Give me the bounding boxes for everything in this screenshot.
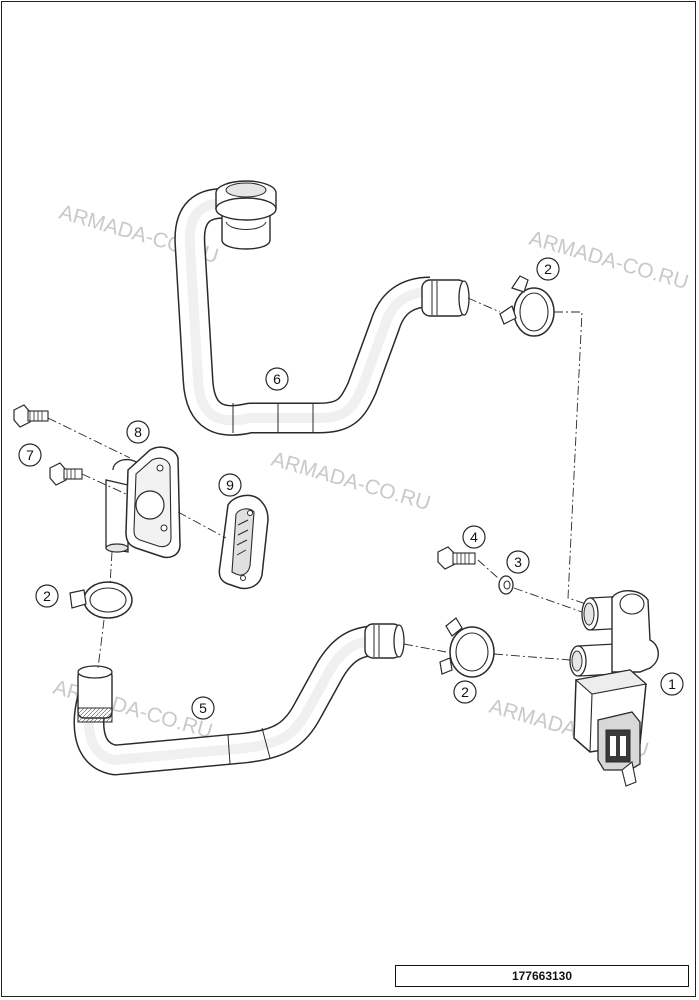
callout-3: 3 (506, 550, 530, 574)
svg-text:5: 5 (199, 700, 207, 716)
callout-8: 8 (126, 420, 150, 444)
hose-5 (73, 623, 405, 776)
callout-5: 5 (191, 696, 215, 720)
bolt-7-lower (49, 462, 83, 486)
svg-text:4: 4 (470, 529, 478, 545)
svg-text:2: 2 (461, 684, 469, 700)
drawing-reference-number: 177663130 (395, 965, 689, 987)
housing-8 (105, 446, 181, 559)
cover-9 (218, 494, 269, 590)
callout-2-lower: 2 (453, 680, 477, 704)
svg-text:8: 8 (134, 424, 142, 440)
svg-text:1: 1 (668, 676, 676, 692)
callout-1: 1 (660, 672, 684, 696)
callout-2-left: 2 (35, 584, 59, 608)
washer-3 (498, 575, 514, 595)
svg-text:9: 9 (226, 477, 234, 493)
callout-2-upper: 2 (536, 257, 560, 281)
clamp-2-left (69, 581, 133, 619)
clamp-2-lower (439, 617, 495, 678)
bolt-7-upper (13, 404, 49, 428)
hose-6 (174, 180, 470, 436)
svg-text:3: 3 (514, 554, 522, 570)
svg-text:7: 7 (26, 447, 34, 463)
callout-9: 9 (218, 473, 242, 497)
callout-6: 6 (265, 367, 289, 391)
assembly-lines (47, 297, 587, 669)
callouts: 1 2 2 2 3 4 5 (18, 257, 684, 720)
bolt-4 (437, 546, 476, 570)
svg-text:2: 2 (544, 261, 552, 277)
svg-text:6: 6 (273, 371, 281, 387)
clamp-2-upper (499, 275, 555, 337)
callout-7: 7 (18, 443, 42, 467)
valve-1 (569, 590, 659, 787)
watermark-3: ARMADA-CO.RU (269, 448, 433, 515)
svg-text:2: 2 (43, 588, 51, 604)
callout-4: 4 (462, 525, 486, 549)
